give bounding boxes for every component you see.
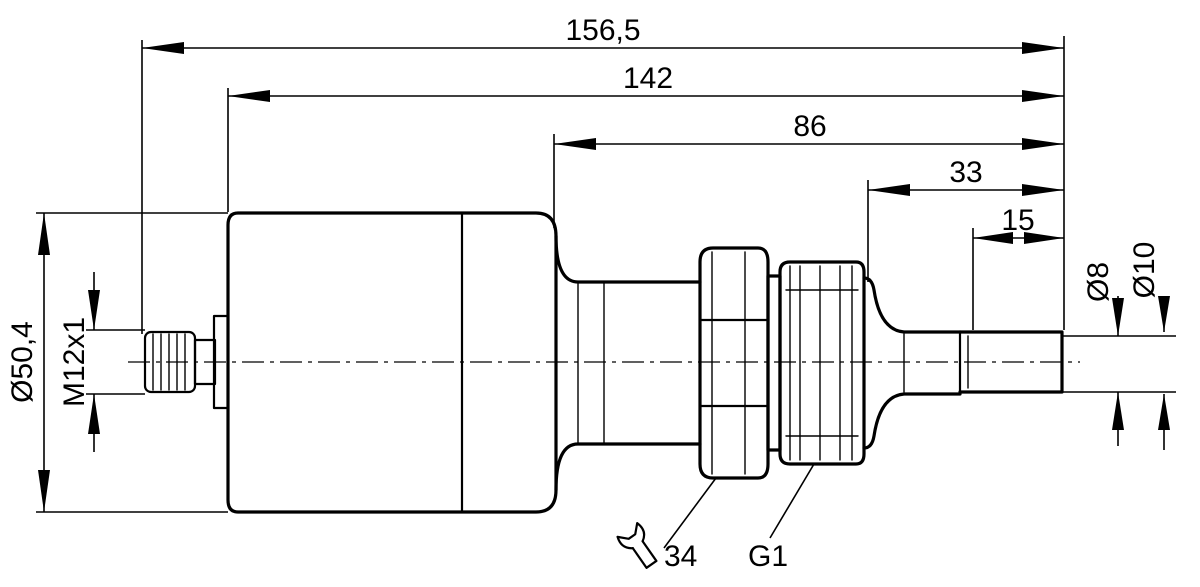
dimension-label-tip-diameter: Ø8 [1082, 262, 1115, 302]
dimension-label-housing-diameter: Ø50,4 [6, 321, 39, 403]
dimension-housing-diameter: Ø50,4 [6, 213, 50, 512]
dimension-housing-to-tip: 142 [228, 62, 1064, 102]
dimension-tip-diameter: Ø8 [1082, 262, 1124, 446]
dimension-overall-length: 156,5 [142, 14, 1064, 54]
dimension-label-overall: 156,5 [565, 14, 640, 47]
process-thread [766, 260, 866, 466]
dimension-label-33: 33 [949, 156, 982, 189]
wrench-icon [616, 521, 658, 569]
dimension-tip-length: 15 [973, 204, 1064, 244]
dimension-label-15: 15 [1001, 204, 1034, 237]
dimension-label-142: 142 [623, 62, 673, 95]
wrench-size-callout: 34 [616, 477, 717, 573]
process-thread-callout: G1 [748, 463, 815, 573]
hex-nut [698, 246, 770, 480]
dimension-probe-diameter: Ø10 [1128, 242, 1170, 450]
sensor-housing [226, 211, 558, 514]
dimension-connector-thread: M12x1 [58, 272, 100, 452]
extension-lines [36, 36, 1176, 513]
probe-tip [958, 330, 1064, 394]
dimension-label-connector-thread: M12x1 [58, 317, 91, 407]
probe-shank [862, 276, 962, 450]
wrench-size-label: 34 [664, 540, 697, 573]
dimension-label-86: 86 [793, 110, 826, 143]
dimension-neck-to-tip: 86 [554, 110, 1064, 150]
dimension-thread-to-tip: 33 [868, 156, 1064, 196]
dimension-label-probe-diameter: Ø10 [1128, 242, 1161, 299]
process-thread-label: G1 [748, 540, 788, 573]
sensor-neck [554, 234, 702, 492]
